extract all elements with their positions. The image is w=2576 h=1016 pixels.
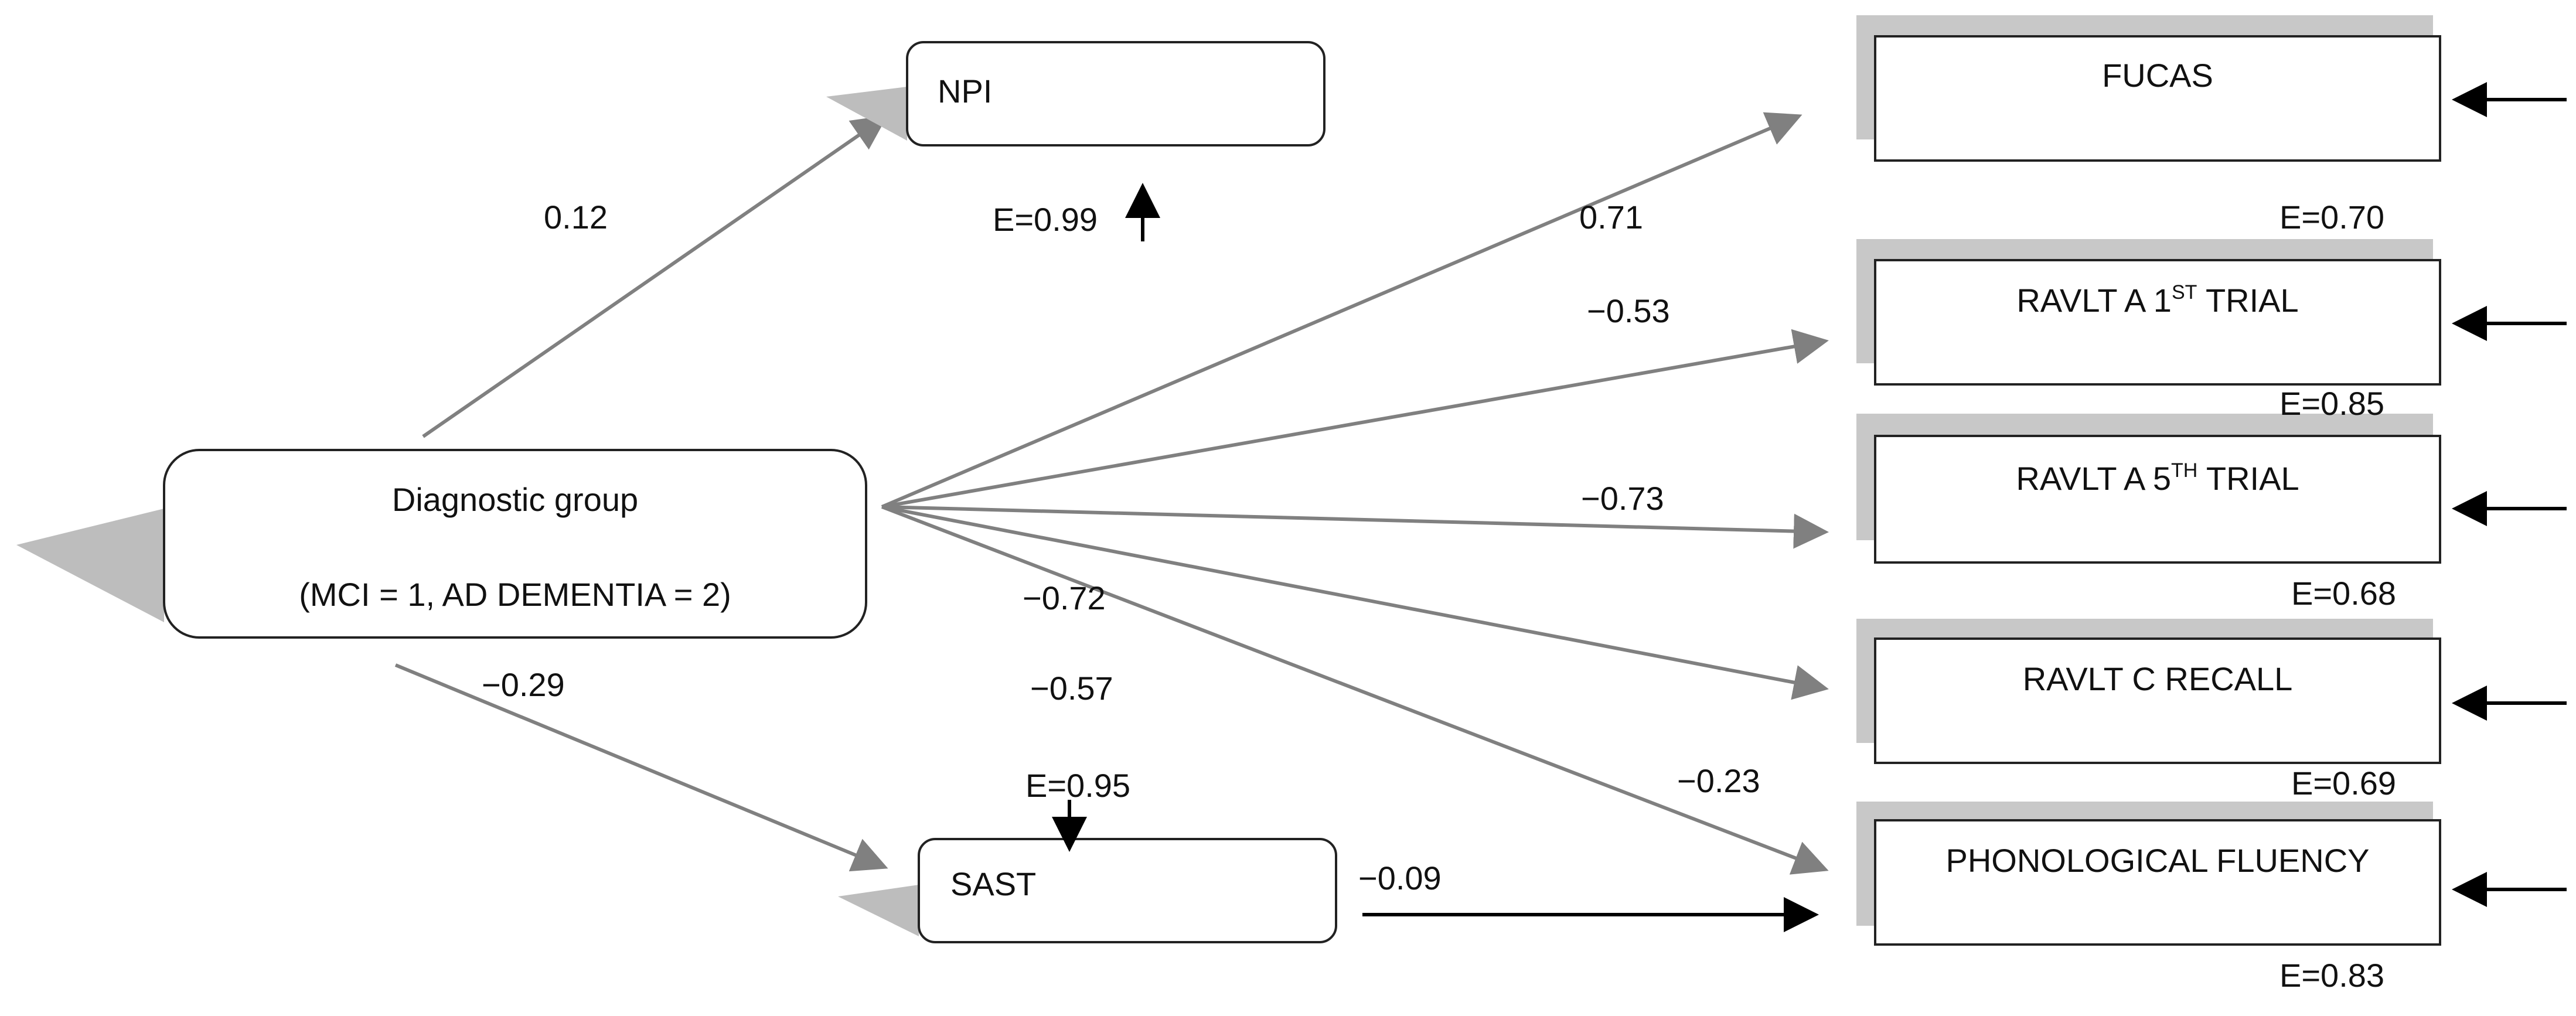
- ravlt-c-recall-error-label: E=0.69: [2291, 765, 2396, 802]
- fucas-error-label: E=0.70: [2279, 199, 2384, 236]
- path-arrow-dg-fucas: [881, 112, 1802, 509]
- sast-error-label: E=0.95: [1025, 767, 1130, 804]
- coef-dg-phon-fluency: −0.57: [1030, 670, 1113, 707]
- path-arrow-dg-ravlt-c: [881, 505, 1829, 700]
- coef-dg-fucas: 0.71: [1579, 199, 1643, 236]
- path-arrow-dg-phon-fluency: [881, 505, 1829, 875]
- coef-dg-npi: 0.12: [544, 199, 608, 236]
- node-phonological-fluency: PHONOLOGICAL FLUENCY: [1856, 802, 2441, 946]
- node-ravlt-a-5th-trial: RAVLT A 5TH TRIAL: [1856, 414, 2441, 564]
- fucas-label: FUCAS: [2102, 57, 2213, 94]
- node-shadow: [838, 885, 919, 936]
- node-sast: SAST: [838, 838, 1337, 943]
- coef-sast-phon-fluency: −0.09: [1358, 860, 1442, 896]
- phonological-fluency-label: PHONOLOGICAL FLUENCY: [1946, 842, 2370, 879]
- ravlt-a-5th-trial-label: RAVLT A 5TH TRIAL: [2016, 459, 2299, 497]
- ravlt-a-1st-trial-label: RAVLT A 1ST TRIAL: [2016, 281, 2298, 319]
- path-arrow-dg-ravlt-1st: [881, 329, 1829, 509]
- ravlt-a-5th-trial-error-label: E=0.68: [2291, 575, 2396, 612]
- npi-error-label: E=0.99: [993, 201, 1098, 238]
- node-npi: NPI: [826, 41, 1326, 146]
- coef-dg-sast: −0.29: [482, 666, 565, 703]
- path-arrow-dg-sast: [394, 663, 888, 872]
- node-diagnostic-group: Diagnostic group (MCI = 1, AD DEMENTIA =…: [16, 449, 867, 639]
- node-shadow: [826, 87, 907, 141]
- node-ravlt-a-1st-trial: RAVLT A 1ST TRIAL: [1856, 239, 2441, 386]
- ravlt-c-recall-label: RAVLT C RECALL: [2023, 660, 2293, 697]
- node-fucas: FUCAS: [1856, 15, 2441, 162]
- node-ravlt-c-recall: RAVLT C RECALL: [1856, 619, 2441, 764]
- npi-label: NPI: [938, 73, 992, 110]
- coef-dg-ravlt-1st: −0.53: [1587, 292, 1670, 329]
- coef-extra: −0.23: [1677, 762, 1760, 799]
- coef-dg-ravlt-c: −0.72: [1023, 579, 1106, 616]
- sast-label: SAST: [950, 865, 1036, 902]
- path-arrow-dg-ravlt-5th: [881, 505, 1829, 549]
- ravlt-a-1st-trial-error-label: E=0.85: [2279, 385, 2384, 422]
- diagnostic-group-coding: (MCI = 1, AD DEMENTIA = 2): [299, 576, 731, 613]
- phonological-fluency-error-label: E=0.83: [2279, 957, 2384, 994]
- coef-dg-ravlt-5th: −0.73: [1581, 480, 1664, 517]
- path-arrow-dg-npi: [422, 115, 888, 438]
- node-shadow: [16, 509, 164, 622]
- diagnostic-group-label: Diagnostic group: [392, 481, 638, 518]
